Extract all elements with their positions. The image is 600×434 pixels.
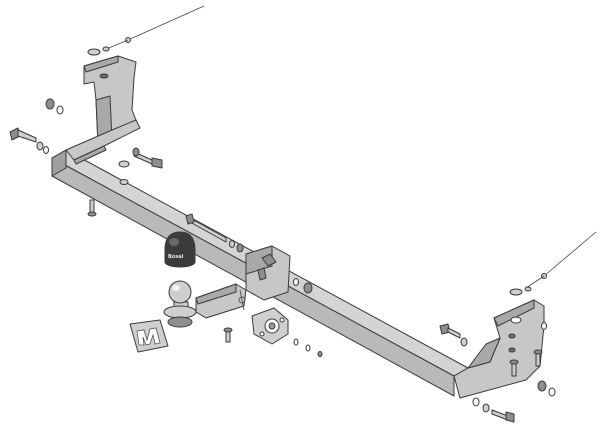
washer-icon [293,338,299,346]
nut-icon [303,282,313,294]
washer-icon [472,397,480,407]
nut-icon [236,243,244,253]
left-fastener-set [9,98,163,217]
left-wire-harness [87,5,205,56]
washer-icon [119,179,129,185]
ball-cover-label: Bosal [168,254,184,260]
washer-icon [293,278,299,286]
washer-icon [460,337,468,347]
center-fastener-set [185,213,323,357]
washer-icon [43,146,49,154]
logo-badge [129,319,169,353]
washer-icon [56,105,64,115]
right-mounting-bracket [453,299,545,399]
bolt-icon [533,349,543,367]
left-bracket-arm [65,119,141,165]
washer-icon [541,322,547,330]
nut-icon [317,351,323,357]
bolt-icon [87,199,97,217]
washer-icon [36,141,44,151]
bolt-icon [9,127,37,143]
bolt-icon [185,213,227,243]
ball-cover-cap: Bosal [164,231,196,268]
bolt-icon [439,323,461,339]
bolt-icon [223,327,233,343]
tow-ball-mount [163,245,291,345]
nut-icon [45,98,55,110]
washer-icon [305,344,311,352]
right-fastener-set [439,322,556,423]
bolt-icon [509,359,519,377]
washer-icon [229,240,235,248]
washer-icon [548,387,556,397]
right-wire-harness [509,231,597,296]
bolt-icon [491,409,515,423]
nut-icon [132,147,140,157]
washer-icon [118,160,130,168]
nut-icon [537,380,547,392]
washer-icon [482,403,490,413]
pin-icon [238,289,246,311]
